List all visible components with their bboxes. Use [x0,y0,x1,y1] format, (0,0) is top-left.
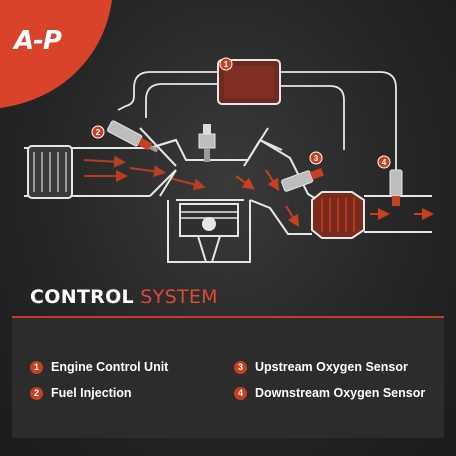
title-strong: CONTROL [30,286,134,308]
valves [139,127,269,167]
fuel-injector-icon [107,120,159,153]
legend-item-ecu: 1 Engine Control Unit [30,360,168,374]
oxygen-sensor-upstream-icon [281,168,324,192]
section-title: CONTROL SYSTEM [30,286,218,308]
oxygen-sensor-downstream-icon [389,169,403,206]
legend-number-badge: 1 [30,360,43,374]
svg-text:2: 2 [96,128,101,137]
svg-text:3: 3 [314,154,319,163]
legend-panel: 1 Engine Control Unit 2 Fuel Injection 3… [12,316,444,438]
piston-icon [179,203,239,263]
svg-text:1: 1 [224,60,229,69]
legend-label: Fuel Injection [51,386,132,400]
legend-item-downstream-o2: 4 Downstream Oxygen Sensor [234,386,425,400]
legend-item-fuel-injection: 2 Fuel Injection [30,386,132,400]
legend-label: Downstream Oxygen Sensor [255,386,426,400]
spark-plug-icon [198,124,216,162]
title-light: SYSTEM [140,286,218,308]
engine-control-unit-icon [217,59,281,105]
diagram-badge-4: 4 [377,155,391,169]
legend-item-upstream-o2: 3 Upstream Oxygen Sensor [234,360,408,374]
air-intake-filter-icon [27,145,73,199]
legend-label: Upstream Oxygen Sensor [255,360,408,374]
exhaust-pipe [249,139,432,235]
legend-number-badge: 3 [234,360,247,374]
intake-flow-arrows [83,155,206,191]
diagram-badge-1: 1 [219,57,233,71]
catalytic-converter-icon [311,191,365,239]
wiring [117,71,397,170]
exhaust-flow-arrows [235,169,434,228]
svg-text:4: 4 [382,158,387,167]
legend-label: Engine Control Unit [51,360,169,374]
diagram-badge-2: 2 [91,125,105,139]
logo-text: A-P [14,26,62,56]
legend-number-badge: 4 [234,386,247,400]
brand-logo: A-P [0,0,112,112]
logo-mark-icon [0,0,112,108]
diagram-badge-3: 3 [309,151,323,165]
legend-number-badge: 2 [30,386,43,400]
